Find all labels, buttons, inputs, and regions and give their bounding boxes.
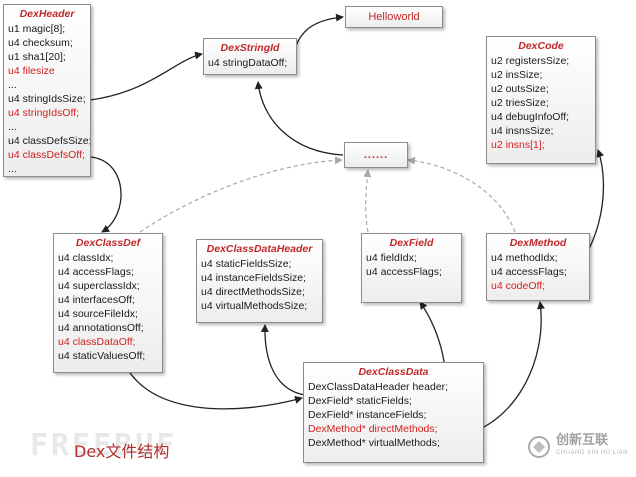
logo-cn-text: 创新互联 bbox=[556, 433, 609, 448]
dex-class-def-title: DexClassDef bbox=[75, 237, 141, 249]
field-row: DexField* instanceFields; bbox=[308, 409, 427, 421]
field-row: u4 fieldIdx; bbox=[366, 252, 417, 264]
field-row: u4 checksum; bbox=[8, 37, 73, 49]
edge-classdef-to-ellipsis bbox=[139, 156, 343, 233]
edge-field-to-ellipsis bbox=[363, 169, 372, 233]
dex-class-data-header-fields: u4 staticFieldsSize; u4 instanceFieldsSiz… bbox=[201, 257, 318, 313]
field-row: u1 sha1[20]; bbox=[8, 51, 66, 63]
dex-class-def-node: DexClassDef u4 classIdx;u4 accessFlags;u… bbox=[53, 233, 163, 373]
field-row: u4 stringDataOff; bbox=[208, 57, 288, 69]
field-row: u4 methodIdx; bbox=[491, 252, 558, 264]
logo-mark-icon bbox=[528, 436, 550, 458]
dex-class-data-fields: DexClassDataHeader header; DexField* stat… bbox=[308, 380, 479, 450]
dex-code-title: DexCode bbox=[518, 40, 564, 52]
edge-classdataoff-to-classdata bbox=[119, 351, 303, 410]
field-row: ... bbox=[8, 121, 17, 133]
field-row: u4 staticValuesOff; bbox=[58, 350, 146, 362]
field-row: DexField* staticFields; bbox=[308, 395, 412, 407]
dex-code-fields: u2 registersSize; u2 insSize; u2 outsSize;… bbox=[491, 54, 591, 152]
helloworld-node: Helloworld bbox=[345, 6, 443, 28]
field-row: u4 accessFlags; bbox=[491, 266, 567, 278]
field-row: u4 stringIdsOff; bbox=[8, 107, 80, 119]
field-row: u4 classIdx; bbox=[58, 252, 114, 264]
field-row: DexClassDataHeader header; bbox=[308, 381, 449, 393]
field-row: u1 magic[8]; bbox=[8, 23, 66, 35]
dex-string-id-title: DexStringId bbox=[220, 42, 280, 54]
diagram-caption: Dex文件结构 bbox=[74, 442, 170, 461]
field-row: u4 directMethodsSize; bbox=[201, 286, 305, 298]
field-row: ... bbox=[8, 79, 17, 91]
field-row: u4 staticFieldsSize; bbox=[201, 258, 292, 270]
field-row: u2 outsSize; bbox=[491, 83, 549, 95]
field-row: u4 debugInfoOff; bbox=[491, 111, 570, 123]
dex-method-fields: u4 methodIdx; u4 accessFlags; u4 codeOff; bbox=[491, 251, 585, 293]
edge-method-to-ellipsis bbox=[407, 156, 516, 233]
field-row: u4 virtualMethodsSize; bbox=[201, 300, 308, 312]
dex-field-node: DexField u4 fieldIdx; u4 accessFlags; bbox=[361, 233, 462, 303]
edge-header-to-classdataheader bbox=[260, 324, 306, 396]
edge-ellipsis-to-stringid bbox=[254, 81, 344, 156]
ellipsis-label: ...... bbox=[363, 149, 389, 161]
field-row: u2 triesSize; bbox=[491, 97, 549, 109]
dex-header-fields: u1 magic[8]; u4 checksum; u1 sha1[20]; u4 f… bbox=[8, 22, 91, 176]
dex-class-def-fields: u4 classIdx; u4 accessFlags; u4 superclass… bbox=[58, 251, 158, 363]
dex-header-title: DexHeader bbox=[19, 8, 75, 20]
field-row: DexMethod* virtualMethods; bbox=[308, 437, 440, 449]
dex-class-data-header-node: DexClassDataHeader u4 staticFieldsSize;u… bbox=[196, 239, 323, 323]
field-row: u4 superclassIdx; bbox=[58, 280, 140, 292]
dex-code-node: DexCode u2 registersSize; u2 insSize; u2 o… bbox=[486, 36, 596, 164]
field-row: u4 sourceFileIdx; bbox=[58, 308, 138, 320]
field-row: u4 stringIdsSize; bbox=[8, 93, 86, 105]
dex-class-data-title: DexClassData bbox=[358, 366, 429, 378]
edge-stringid-to-helloworld bbox=[291, 13, 344, 63]
helloworld-label: Helloworld bbox=[368, 11, 420, 23]
dex-class-data-header-title: DexClassDataHeader bbox=[206, 243, 313, 255]
field-row: u4 interfacesOff; bbox=[58, 294, 135, 306]
ellipsis-node: ...... bbox=[344, 142, 408, 168]
field-row: u4 classDefsOff; bbox=[8, 149, 85, 161]
field-row: u2 insns[1]; bbox=[491, 139, 545, 151]
field-row: ... bbox=[8, 163, 17, 175]
field-row: u4 insnsSize; bbox=[491, 125, 554, 137]
dex-field-fields: u4 fieldIdx; u4 accessFlags; bbox=[366, 251, 457, 279]
dex-string-id-fields: u4 stringDataOff; bbox=[208, 56, 292, 70]
freebuf-watermark: FREEBUF bbox=[30, 428, 178, 463]
dex-class-data-node: DexClassData DexClassDataHeader header;D… bbox=[303, 362, 484, 463]
dex-method-node: DexMethod u4 methodIdx;u4 accessFlags;u4… bbox=[486, 233, 590, 301]
field-row: u4 instanceFieldsSize; bbox=[201, 272, 307, 284]
field-row: u4 accessFlags; bbox=[58, 266, 134, 278]
dex-string-id-node: DexStringId u4 stringDataOff; bbox=[203, 38, 297, 75]
field-row: u2 registersSize; bbox=[491, 55, 570, 67]
brand-logo: 创新互联 CHUANG XIN HU LIAN bbox=[528, 433, 629, 459]
field-row: u4 accessFlags; bbox=[366, 266, 442, 278]
field-row: u2 insSize; bbox=[491, 69, 543, 81]
dex-method-title: DexMethod bbox=[509, 237, 567, 249]
field-row: u4 classDefsSize; bbox=[8, 135, 91, 147]
field-row: u4 annotationsOff; bbox=[58, 322, 144, 334]
edge-classdefsoff-to-classdef bbox=[89, 156, 122, 233]
dex-field-title: DexField bbox=[389, 237, 434, 249]
logo-en-text: CHUANG XIN HU LIAN bbox=[556, 450, 629, 456]
field-row: u4 filesize bbox=[8, 65, 55, 77]
field-row: u4 codeOff; bbox=[491, 280, 546, 292]
field-row: u4 classDataOff; bbox=[58, 336, 136, 348]
dex-header-node: DexHeader u1 magic[8]; u4 checksum; u1 sha… bbox=[3, 4, 91, 177]
edge-stringidsoff-to-stringid bbox=[89, 51, 203, 101]
field-row: DexMethod* directMethods; bbox=[308, 423, 438, 435]
